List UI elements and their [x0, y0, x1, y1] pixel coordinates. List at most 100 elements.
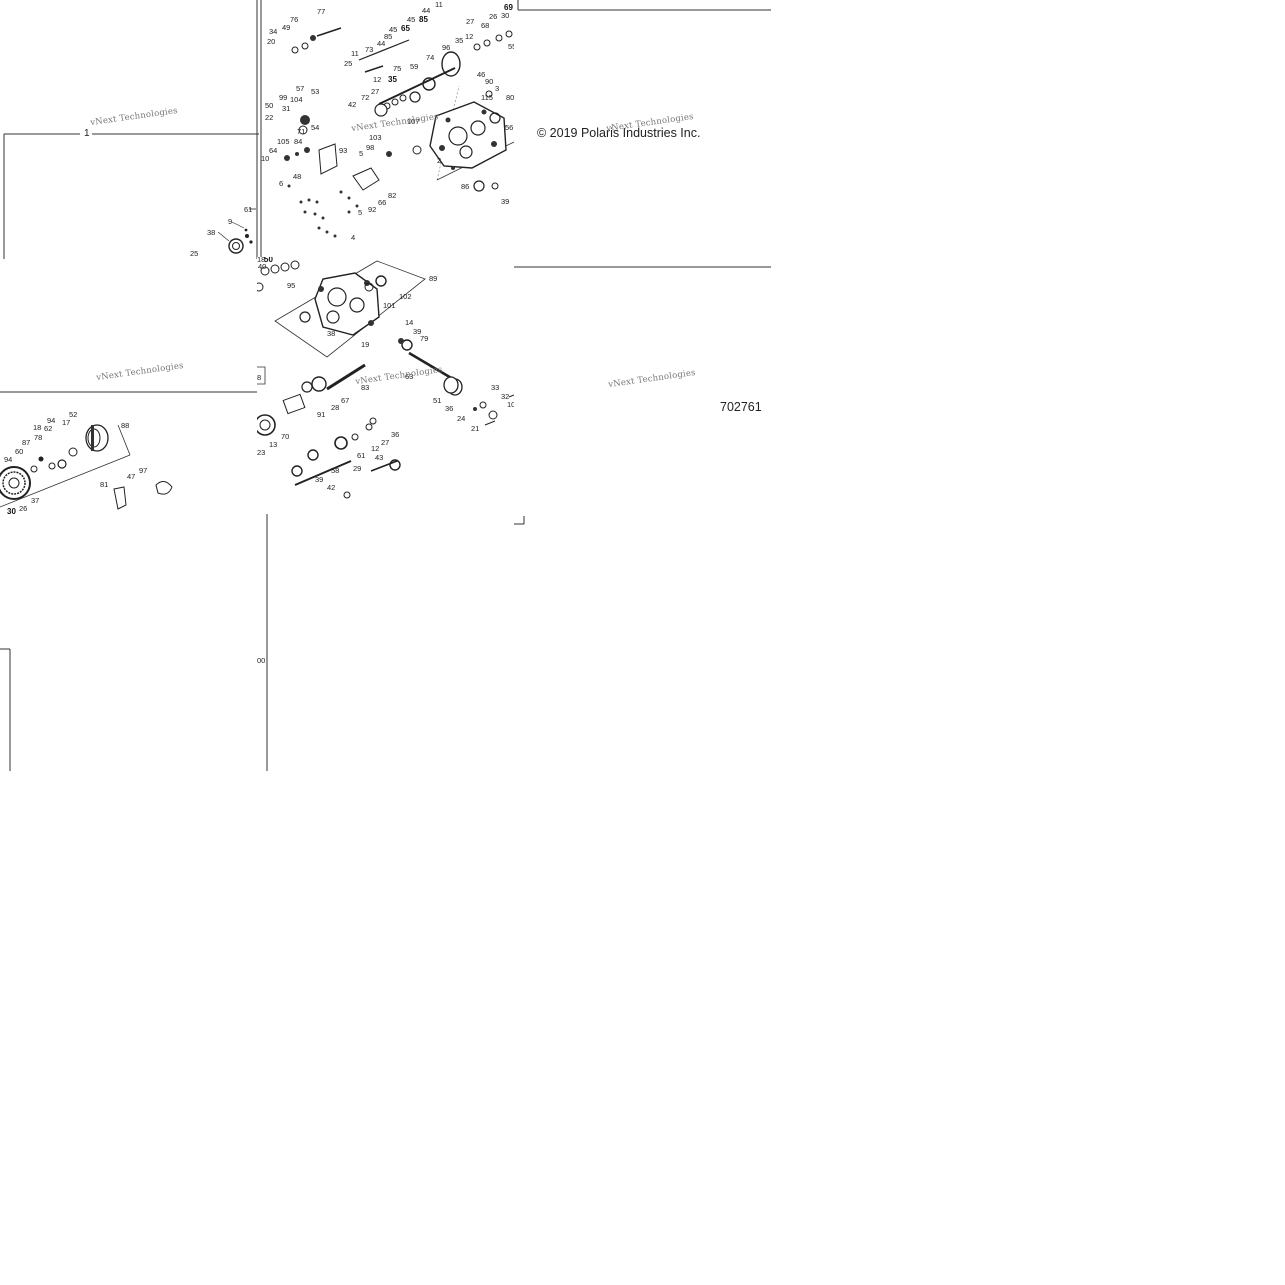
label-52: 52 — [69, 410, 77, 419]
tile-bottom-right-drawing — [514, 516, 525, 525]
label-50: 50 — [264, 257, 273, 264]
label-95: 95 — [287, 281, 295, 290]
label-61: 61 — [357, 451, 365, 460]
label-20: 20 — [267, 37, 275, 46]
label-23: 23 — [257, 448, 265, 457]
label-26: 26 — [19, 504, 27, 513]
label-32: 32 — [501, 392, 509, 401]
label-5: 5 — [359, 149, 363, 158]
label-71: 71 — [297, 127, 305, 136]
label-92: 92 — [368, 205, 376, 214]
label-90: 90 — [485, 77, 493, 86]
label-79: 79 — [420, 334, 428, 343]
diagram-tile-bottom-right: vNext Technologies 702761 — [514, 268, 771, 525]
label-94-lower: 94 — [4, 455, 12, 464]
label-42: 42 — [327, 483, 335, 492]
diagram-tile-top-left: 61 9 38 25 vNext Technologies 1 — [0, 0, 259, 259]
label-8: 8 — [257, 373, 261, 382]
label-103: 103 — [369, 133, 382, 142]
label-39: 39 — [501, 197, 509, 206]
label-80: 80 — [506, 93, 514, 102]
tile-top-right-drawing — [514, 0, 771, 268]
label-18: 18 — [33, 423, 41, 432]
label-25: 25 — [344, 59, 352, 68]
label-99: 99 — [279, 93, 287, 102]
label-60: 60 — [15, 447, 23, 456]
label-13: 13 — [269, 440, 277, 449]
label-81: 81 — [100, 480, 108, 489]
label-19: 19 — [361, 340, 369, 349]
label-64: 64 — [269, 146, 277, 155]
label-29: 29 — [353, 464, 361, 473]
label-12b: 12 — [465, 32, 473, 41]
label-27b: 27 — [371, 87, 379, 96]
label-94-upper: 94 — [47, 416, 55, 425]
label-87: 87 — [22, 438, 30, 447]
tile-bottom-left-drawing: 18 94 52 17 62 78 87 60 94 88 97 47 81 3… — [0, 391, 257, 514]
diagram-tile-bottom-left: 18 94 52 17 62 78 87 60 94 88 97 47 81 3… — [0, 259, 257, 514]
label-39: 39 — [413, 327, 421, 336]
label-85: 85 — [384, 32, 392, 41]
label-97: 97 — [139, 466, 147, 475]
reference-number-1: 1 — [84, 128, 90, 139]
label-27: 27 — [466, 17, 474, 26]
label-10: 10 — [507, 400, 514, 409]
label-3: 3 — [495, 84, 499, 93]
label-107: 107 — [407, 117, 420, 126]
label-43: 43 — [375, 453, 383, 462]
label-18: 18 — [257, 257, 265, 264]
label-38: 38 — [207, 228, 215, 237]
label-56: 56 — [505, 123, 513, 132]
diagram-tile-lower-left: 00 — [0, 514, 268, 771]
label-11: 11 — [351, 49, 359, 58]
label-30: 30 — [501, 11, 509, 20]
label-73: 73 — [365, 45, 373, 54]
label-35: 35 — [388, 75, 397, 84]
label-14: 14 — [405, 318, 413, 327]
label-27: 27 — [381, 438, 389, 447]
label-6: 6 — [279, 179, 283, 188]
label-25: 25 — [190, 249, 198, 258]
label-96: 96 — [442, 43, 450, 52]
label-42: 42 — [348, 100, 356, 109]
tile-top-middle-drawing: 77 76 34 49 20 11 25 73 44 85 45 65 45 8… — [260, 0, 514, 257]
label-88: 88 — [121, 421, 129, 430]
copyright-notice: © 2019 Polaris Industries Inc. — [537, 126, 701, 140]
label-47: 47 — [127, 472, 135, 481]
label-24: 24 — [457, 414, 465, 423]
label-17: 17 — [62, 418, 70, 427]
label-21: 21 — [471, 424, 479, 433]
label-102: 102 — [399, 292, 412, 301]
label-45b: 45 — [407, 15, 415, 24]
label-39b: 39 — [315, 475, 323, 484]
label-30: 30 — [7, 507, 16, 514]
label-36: 36 — [445, 404, 453, 413]
label-9: 9 — [228, 217, 232, 226]
label-12: 12 — [371, 444, 379, 453]
label-58: 58 — [331, 466, 339, 475]
label-26: 26 — [489, 12, 497, 21]
label-50: 50 — [265, 101, 273, 110]
label-86: 86 — [461, 182, 469, 191]
diagram-tile-bottom-middle: 40 50 95 89 102 101 38 19 14 39 79 8 63 … — [257, 257, 514, 514]
label-48: 48 — [293, 172, 301, 181]
label-62: 62 — [44, 424, 52, 433]
diagram-tile-top-middle: 77 76 34 49 20 11 25 73 44 85 45 65 45 8… — [259, 0, 514, 257]
tile-top-left-drawing: 61 9 38 25 — [3, 0, 259, 259]
label-57: 57 — [296, 84, 304, 93]
label-74: 74 — [426, 53, 434, 62]
label-44b: 44 — [422, 6, 430, 15]
label-54: 54 — [311, 123, 319, 132]
label-31: 31 — [282, 104, 290, 113]
label-105: 105 — [277, 137, 290, 146]
label-101: 101 — [383, 301, 396, 310]
label-98: 98 — [366, 143, 374, 152]
label-65: 65 — [401, 24, 410, 33]
label-85b: 85 — [419, 15, 428, 24]
label-40: 40 — [258, 262, 266, 271]
label-68: 68 — [481, 21, 489, 30]
label-11b: 11 — [435, 0, 443, 9]
label-104: 104 — [290, 95, 303, 104]
label-22: 22 — [265, 113, 273, 122]
label-91: 91 — [317, 410, 325, 419]
